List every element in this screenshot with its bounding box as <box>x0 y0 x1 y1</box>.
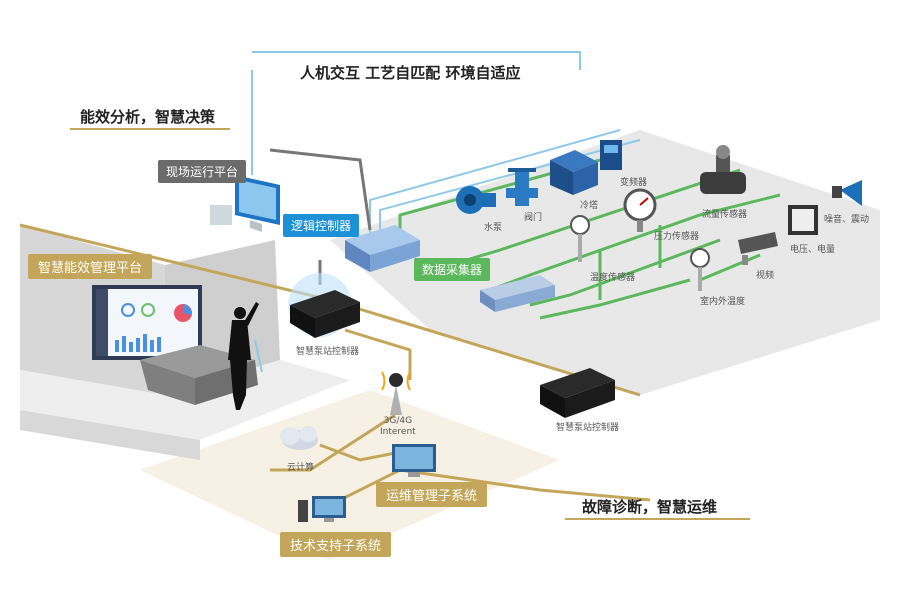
field-platform-label: 现场运行平台 <box>158 160 247 183</box>
temp-sensor-icon <box>570 215 590 262</box>
pump-controller-2 <box>540 368 615 418</box>
room-floor-dark <box>20 410 200 460</box>
headline-left: 能效分析，智慧决策 <box>80 108 216 126</box>
water-pump-icon <box>456 186 496 214</box>
voltage-current-caption: 电压、电量 <box>790 245 836 255</box>
indoor-temp-icon <box>690 248 710 291</box>
cooling-tower-icon <box>550 150 598 195</box>
water-pump-caption: 水泵 <box>484 223 503 233</box>
presenter-silhouette <box>228 302 259 410</box>
flow-sensor-caption: 流量传感器 <box>702 210 748 220</box>
data-collector-box <box>480 275 555 312</box>
desk <box>140 345 255 378</box>
energy-platform-label: 智慧能效管理平台 <box>28 254 153 279</box>
monitor-icon <box>210 175 280 232</box>
valve-icon <box>506 168 538 206</box>
network-caption: 3G/4G Interent <box>380 416 416 437</box>
tech-subsystem-label: 技术支持子系统 <box>280 532 392 557</box>
ops-subsystem-label: 运维管理子系统 <box>376 482 488 507</box>
cloud-icon <box>280 426 318 450</box>
video-caption: 视频 <box>756 271 775 281</box>
cloud-caption: 云计算 <box>287 463 315 473</box>
pump-controller-1 <box>290 290 360 338</box>
indoor-outdoor-temp-caption: 室内外温度 <box>700 297 746 307</box>
pressure-gauge-icon <box>623 188 657 232</box>
data-collector-label: 数据采集器 <box>414 258 491 281</box>
flow-sensor-icon <box>700 145 746 194</box>
cooling-tower-caption: 冷塔 <box>580 201 599 211</box>
pressure-sensor-caption: 压力传感器 <box>654 232 700 242</box>
inverter-caption: 变频器 <box>620 178 648 188</box>
inverter-icon <box>600 140 622 170</box>
bottom-floor <box>140 390 560 560</box>
noise-vibration-caption: 噪音、震动 <box>824 215 870 225</box>
headline-top: 人机交互 工艺自匹配 环境自适应 <box>300 64 521 82</box>
headline-bottom-rule <box>565 518 750 520</box>
pump-controller-1-caption: 智慧泵站控制器 <box>296 347 360 357</box>
antenna-icon <box>381 371 411 415</box>
headline-bottom: 故障诊断，智慧运维 <box>582 498 718 516</box>
pump-controller-2-caption: 智慧泵站控制器 <box>556 423 620 433</box>
valve-caption: 阀门 <box>524 213 543 223</box>
logic-controller-label: 逻辑控制器 <box>283 214 360 237</box>
temp-sensor-caption: 温度传感器 <box>590 273 636 283</box>
tech-computer-icon <box>298 496 346 522</box>
ops-computer-icon <box>392 444 436 477</box>
camera-icon <box>738 232 778 265</box>
headline-left-rule <box>70 128 230 130</box>
horn-icon <box>832 180 862 206</box>
meter-icon <box>788 205 818 235</box>
logic-controller-box <box>345 225 420 272</box>
